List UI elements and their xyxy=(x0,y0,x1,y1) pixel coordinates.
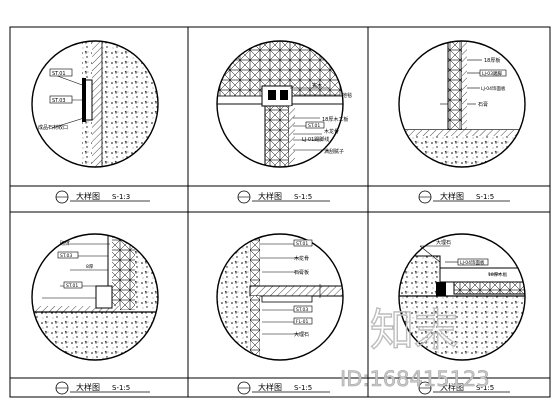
panel-5-note-4: ST.03 xyxy=(296,307,308,313)
panel-3-note-4: 石膏 xyxy=(478,101,488,108)
detail-panel-3: 18厚板 LJ-03踢脚 LJ-04饰面板 石膏 大样图 S-1:5 xyxy=(398,40,526,204)
panel-6-note-3: 18厚木板 xyxy=(488,271,508,278)
watermark: 知末 ID:168415123 xyxy=(340,304,490,391)
panel-3-title-block: 大样图 S-1:5 xyxy=(418,190,510,204)
panel-2-note-3: 18厚木工板 xyxy=(322,116,348,123)
panel-6-title: 大样图 xyxy=(440,382,464,392)
panel-1-scale: S-1:3 xyxy=(112,193,130,201)
watermark-id: ID:168415123 xyxy=(340,367,490,391)
panel-2-title: 大样图 xyxy=(258,191,282,201)
panel-5-scale: S-1:5 xyxy=(294,384,312,392)
panel-5-note-2: 木龙骨 xyxy=(294,255,309,262)
panel-6-note-2: LJ-04饰面板 xyxy=(460,259,485,266)
panel-5-note-1: ST.01 xyxy=(296,241,308,247)
panel-4-scale: S-1:5 xyxy=(112,384,130,392)
panel-6-scale: S-1:5 xyxy=(476,384,494,392)
panel-2-note-7: 满刮腻子 xyxy=(324,148,344,155)
panel-2-note-1: 实木 xyxy=(312,82,322,89)
panel-5-title-block: 大样图 S-1:5 xyxy=(237,381,330,395)
panel-2-note-6: LJ-01踢脚线 xyxy=(302,136,329,143)
panel-3-scale: S-1:5 xyxy=(476,193,494,201)
detail-panel-1: ST.01 ST.03 成品石材收口 大样图 S-1:3 xyxy=(31,40,159,204)
panel-1-note-1: ST.01 xyxy=(52,71,66,77)
panel-6-title-block: 大样图 S-1:5 xyxy=(418,381,510,395)
panel-2-scale: S-1:5 xyxy=(294,193,312,201)
panel-3-note-1: 18厚板 xyxy=(484,57,500,64)
panel-2-note-5: 木龙骨 xyxy=(324,128,339,135)
panel-2-title-block: 大样图 S-1:5 xyxy=(237,190,330,204)
panel-5-note-5: FL-01 xyxy=(296,319,309,325)
sheet-frame xyxy=(9,26,551,398)
detail-panel-4: 砌体 ST.03 8厚 ST.01 大样图 S-1:5 xyxy=(31,233,159,395)
panel-5-note-3: 石膏板 xyxy=(294,269,309,276)
panel-5-title: 大样图 xyxy=(258,382,282,392)
panel-3-note-3: LJ-04饰面板 xyxy=(481,85,506,92)
panel-4-note-2: ST.03 xyxy=(60,253,72,259)
panel-6-note-1: 大理石 xyxy=(436,239,451,246)
panel-2-note-4: ST.01 xyxy=(308,123,320,129)
panel-2-note-2: 地毯 xyxy=(342,92,352,99)
panel-1-note-2: ST.03 xyxy=(52,98,66,104)
panel-5-note-6: 大理石 xyxy=(294,331,309,338)
panel-1-note-3: 成品石材收口 xyxy=(38,124,68,131)
panel-1-title-block: 大样图 S-1:3 xyxy=(55,190,150,204)
panel-4-note-1: 砌体 xyxy=(60,240,70,247)
panel-1-title: 大样图 xyxy=(76,191,100,201)
panel-4-note-3: 8厚 xyxy=(86,264,94,270)
detail-panel-5: ST.01 木龙骨 石膏板 ST.03 FL-01 大理石 大样图 S-1:5 xyxy=(216,233,344,395)
panel-4-note-4: ST.01 xyxy=(66,283,78,289)
panel-4-title-block: 大样图 S-1:5 xyxy=(55,381,150,395)
panel-3-note-2: LJ-03踢脚 xyxy=(482,70,503,77)
panel-3-title: 大样图 xyxy=(440,191,464,201)
watermark-brand: 知末 xyxy=(370,305,458,356)
panel-4-title: 大样图 xyxy=(76,382,100,392)
detail-panel-2: 实木 地毯 18厚木工板 ST.01 木龙骨 LJ-01踢脚线 满刮腻子 大样图… xyxy=(216,40,352,204)
